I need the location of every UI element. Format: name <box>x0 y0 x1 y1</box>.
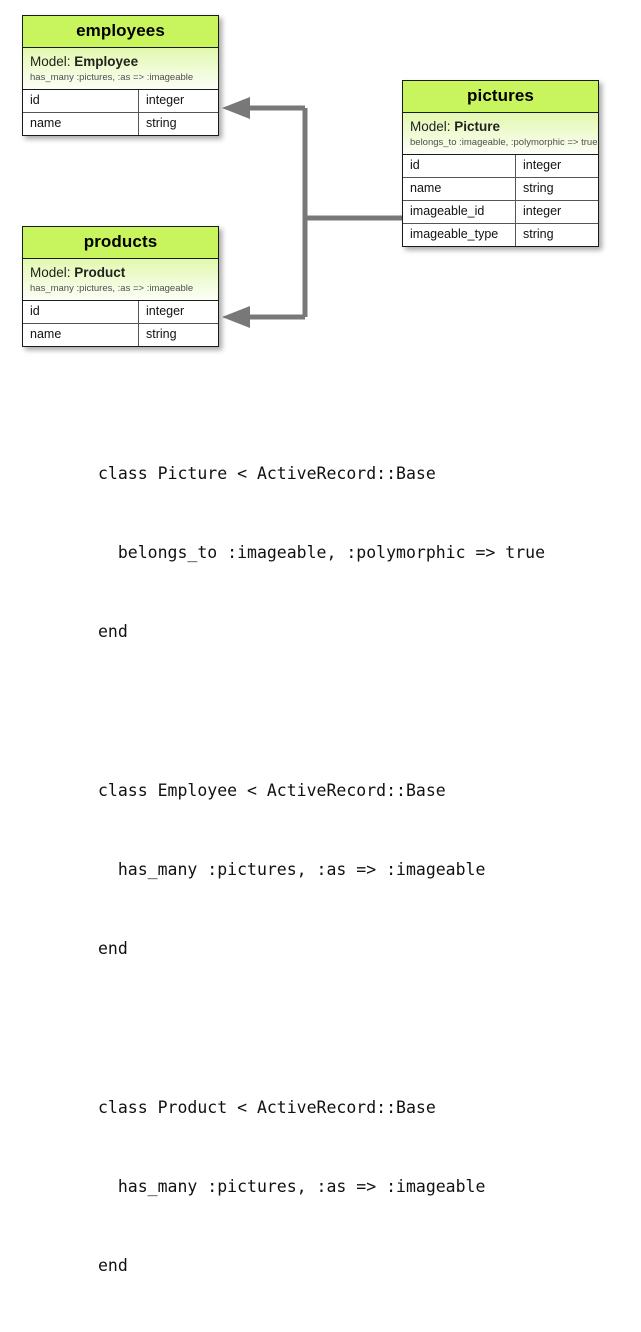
model-association-pictures: belongs_to :imageable, :polymorphic => t… <box>410 137 598 148</box>
model-association-products: has_many :pictures, :as => :imageable <box>30 283 194 294</box>
entity-employees[interactable]: employees Model: Employee has_many :pict… <box>22 15 219 136</box>
column-type: integer <box>146 93 185 107</box>
table-row: name string <box>23 112 218 135</box>
entity-rows-products: id integer name string <box>23 301 218 346</box>
entity-title-employees: employees <box>23 16 218 48</box>
table-row: name string <box>23 323 218 346</box>
column-type: string <box>523 181 554 195</box>
entity-model-employees: Model: Employee has_many :pictures, :as … <box>23 48 218 90</box>
entity-model-products: Model: Product has_many :pictures, :as =… <box>23 259 218 301</box>
code-line: belongs_to :imageable, :polymorphic => t… <box>98 543 546 563</box>
entity-model-pictures: Model: Picture belongs_to :imageable, :p… <box>403 113 598 155</box>
column-name: id <box>403 155 516 177</box>
arrowhead-products <box>222 306 250 328</box>
table-row: id integer <box>23 301 218 323</box>
column-name: imageable_type <box>403 224 516 246</box>
column-name: name <box>23 324 139 346</box>
code-line: has_many :pictures, :as => :imageable <box>98 1176 486 1196</box>
entity-title-pictures: pictures <box>403 81 598 113</box>
column-name: name <box>23 113 139 135</box>
entity-rows-employees: id integer name string <box>23 90 218 135</box>
model-label-pictures: Model: <box>410 119 451 134</box>
model-label-products: Model: <box>30 265 71 280</box>
code-line: has_many :pictures, :as => :imageable <box>98 859 486 879</box>
code-line: class Product < ActiveRecord::Base <box>98 1097 436 1117</box>
code-line-blank <box>98 698 618 724</box>
table-row: id integer <box>23 90 218 112</box>
model-association-employees: has_many :pictures, :as => :imageable <box>30 72 194 83</box>
entity-rows-pictures: id integer name string imageable_id inte… <box>403 155 598 246</box>
column-name: name <box>403 178 516 200</box>
model-name-pictures: Picture <box>454 119 501 134</box>
code-line: class Employee < ActiveRecord::Base <box>98 780 446 800</box>
column-name: id <box>23 301 139 323</box>
model-label-employees: Model: <box>30 54 71 69</box>
table-row: imageable_type string <box>403 223 598 246</box>
column-type: string <box>523 227 554 241</box>
code-line: end <box>98 1255 128 1275</box>
table-row: name string <box>403 177 598 200</box>
code-line-blank <box>98 1015 618 1041</box>
column-name: imageable_id <box>403 201 516 223</box>
table-row: imageable_id integer <box>403 200 598 223</box>
column-name: id <box>23 90 139 112</box>
column-type: string <box>146 116 177 130</box>
code-line: class Picture < ActiveRecord::Base <box>98 463 436 483</box>
code-listing: class Picture < ActiveRecord::Base belon… <box>98 408 618 1332</box>
code-line: end <box>98 939 128 959</box>
entity-products[interactable]: products Model: Product has_many :pictur… <box>22 226 219 347</box>
arrowhead-employees <box>222 97 250 119</box>
diagram-canvas: employees Model: Employee has_many :pict… <box>22 15 599 1275</box>
table-row: id integer <box>403 155 598 177</box>
entity-title-products: products <box>23 227 218 259</box>
model-name-employees: Employee <box>74 54 139 69</box>
model-name-products: Product <box>74 265 126 280</box>
entity-pictures[interactable]: pictures Model: Picture belongs_to :imag… <box>402 80 599 247</box>
column-type: string <box>146 327 177 341</box>
column-type: integer <box>523 158 562 172</box>
column-type: integer <box>523 204 562 218</box>
column-type: integer <box>146 304 185 318</box>
code-line: end <box>98 622 128 642</box>
